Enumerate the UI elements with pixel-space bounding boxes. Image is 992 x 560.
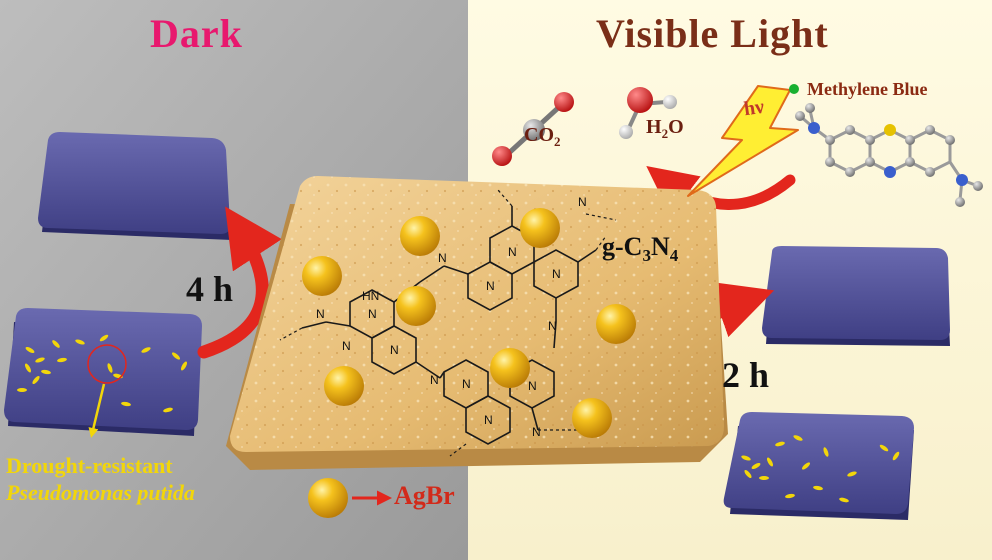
methylene-blue-molecule: [795, 103, 983, 207]
n-label: N: [390, 343, 399, 357]
n-label: N: [430, 373, 439, 387]
catalyst-label-part: g-C: [602, 232, 643, 261]
arrow-dark-cycle: [197, 206, 282, 359]
co2-molecule: [492, 92, 574, 166]
nh-label: HN: [362, 289, 379, 303]
co2-label-main: CO: [524, 124, 554, 146]
n-label: N: [578, 195, 587, 209]
catalyst-label-sub: 3: [642, 246, 651, 266]
h2o-label: H2O: [646, 116, 684, 142]
catalyst-slab: [226, 176, 728, 470]
yellow-pointer-arrow: [88, 383, 106, 438]
n-label: N: [368, 307, 377, 321]
n-label: N: [316, 307, 325, 321]
ring-nitrogen-labels: N N N N N N N N N N N N N N N HN: [316, 195, 587, 439]
tile-light-clean: [762, 246, 950, 346]
time-label-light: 2 h: [722, 355, 770, 395]
bacteria-label-line1: Drought-resistant: [6, 453, 173, 478]
g-c3n4-dashed-bonds: [279, 189, 617, 457]
time-label-dark: 4 h: [186, 269, 234, 309]
arrow-degradation: [646, 165, 796, 216]
n-label: N: [532, 425, 541, 439]
visible-light-condition-title: Visible Light: [596, 11, 829, 56]
n-label: N: [462, 377, 471, 391]
n-label: N: [342, 339, 351, 353]
catalyst-label-sub: 4: [669, 246, 679, 266]
bacteria-cluster-dark: [17, 334, 188, 413]
n-label: N: [438, 251, 447, 265]
agbr-legend-ball: [308, 478, 348, 518]
tile-dark-clean: [38, 132, 232, 240]
n-label: N: [552, 267, 561, 281]
photon-label: hν: [742, 95, 766, 121]
agbr-label: AgBr: [394, 481, 455, 510]
tile-dark-bacteria: [4, 308, 202, 436]
tile-light-bacteria: [723, 412, 914, 520]
agbr-particles: [302, 208, 636, 438]
lightning-bolt-icon: [687, 85, 799, 197]
methylene-blue-marker-icon: [789, 84, 799, 94]
co2-label: CO2: [524, 124, 561, 150]
n-label: N: [508, 245, 517, 259]
h2o-label-pre: H: [646, 116, 662, 138]
h2o-label-post: O: [668, 116, 684, 138]
n-label: N: [528, 379, 537, 393]
g-c3n4-structure: [301, 206, 597, 445]
catalyst-label-part: N: [650, 232, 670, 261]
dark-condition-title: Dark: [150, 11, 243, 56]
catalyst-label: g-C3N4: [602, 232, 678, 266]
bacteria-label-line2: Pseudomonas putida: [6, 480, 195, 505]
bacteria-cluster-light: [741, 435, 900, 503]
h2o-label-sub: 2: [661, 126, 669, 141]
n-label: N: [484, 413, 493, 427]
h2o-molecule: [619, 87, 677, 139]
n-label: N: [548, 319, 557, 333]
methylene-blue-label: Methylene Blue: [807, 79, 928, 99]
co2-label-sub: 2: [554, 134, 561, 149]
n-label: N: [486, 279, 495, 293]
magnify-circle: [87, 344, 127, 384]
